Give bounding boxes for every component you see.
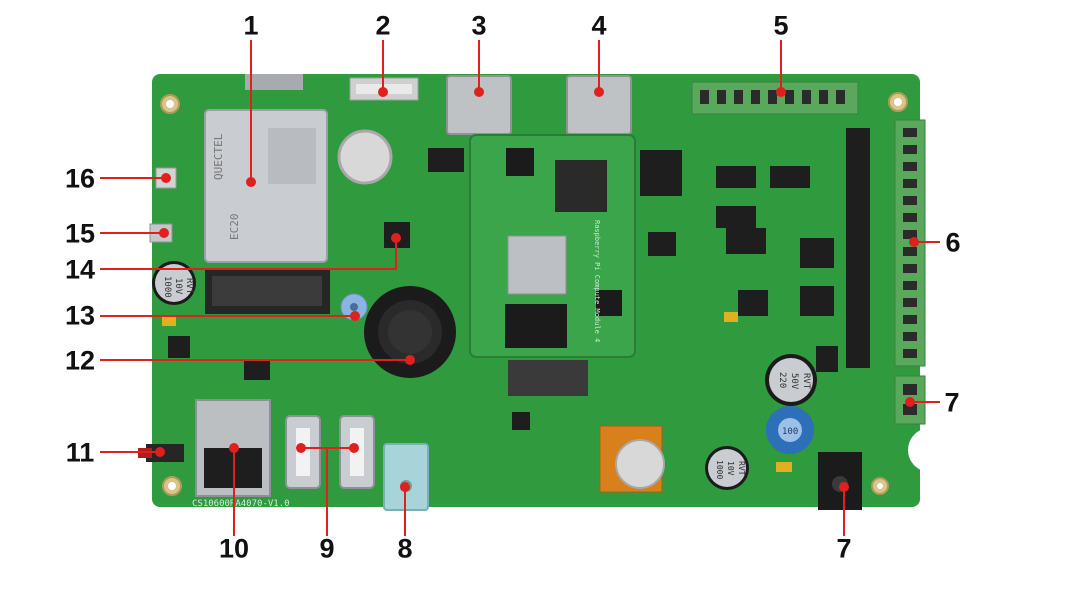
cap-big-l1: 220 — [777, 372, 787, 388]
callout-label-12: 12 — [64, 345, 96, 376]
callout-label-15: 15 — [64, 218, 96, 249]
module-brand: QUECTEL — [212, 133, 225, 180]
dc-jack — [818, 452, 862, 510]
callout-label-4: 4 — [591, 10, 607, 41]
callout-lines — [100, 40, 940, 536]
tantalum-caps — [162, 312, 792, 472]
small-capacitor: 1000 10V RVT — [705, 446, 749, 490]
bottom-buzzer — [615, 439, 665, 489]
top-terminal-header — [691, 81, 859, 115]
callout-label-10: 10 — [218, 533, 250, 564]
callout-label-5: 5 — [773, 10, 789, 41]
callout-label-2: 2 — [375, 10, 391, 41]
relay-column — [846, 128, 870, 368]
callout-label-14: 14 — [64, 254, 96, 285]
callout-label-7-right: 7 — [944, 387, 960, 418]
callout-label-8: 8 — [397, 533, 413, 564]
cap-left-l2: 10V — [173, 278, 183, 295]
module-model: EC20 — [228, 214, 241, 241]
mounting-holes — [160, 92, 908, 496]
power-inductor: 100 — [766, 406, 814, 454]
callout-label-9: 9 — [319, 533, 335, 564]
callout-dots — [155, 87, 919, 492]
callout-label-16: 16 — [64, 163, 96, 194]
callout-label-3: 3 — [471, 10, 487, 41]
board-notch — [908, 428, 952, 472]
callout-label-13: 13 — [64, 300, 96, 331]
cap-left-l3: RVT — [184, 278, 194, 295]
callout-label-6: 6 — [945, 227, 961, 258]
coin-cell — [337, 129, 393, 185]
lte-module: QUECTEL EC20 — [204, 109, 328, 263]
power-capacitor: 220 50V RVT — [765, 354, 817, 406]
sim-slot — [245, 74, 303, 90]
cap-big-l3: RVT — [801, 373, 811, 390]
board-connector — [508, 360, 588, 396]
cap-left-l1: 1000 — [162, 276, 172, 298]
left-capacitor: 1000 10V RVT — [152, 261, 196, 305]
inductor-mark: 100 — [782, 427, 798, 437]
compute-module: Raspberry Pi Compute Module 4 — [469, 134, 636, 358]
speaker — [364, 286, 456, 378]
callout-label-7-bottom: 7 — [836, 533, 852, 564]
cap-small-l2: 10V — [726, 461, 735, 476]
board-silkscreen: CS10600RA4070-V1.0 — [192, 499, 290, 509]
ic-chips — [168, 148, 838, 430]
cm4-label: Raspberry Pi Compute Module 4 — [593, 220, 601, 342]
callout-label-11: 11 — [65, 437, 95, 468]
callout-label-1: 1 — [243, 10, 259, 41]
cap-big-l2: 50V — [789, 373, 799, 390]
cap-small-l1: 1000 — [715, 460, 724, 479]
cap-small-l3: RVT — [737, 461, 746, 476]
